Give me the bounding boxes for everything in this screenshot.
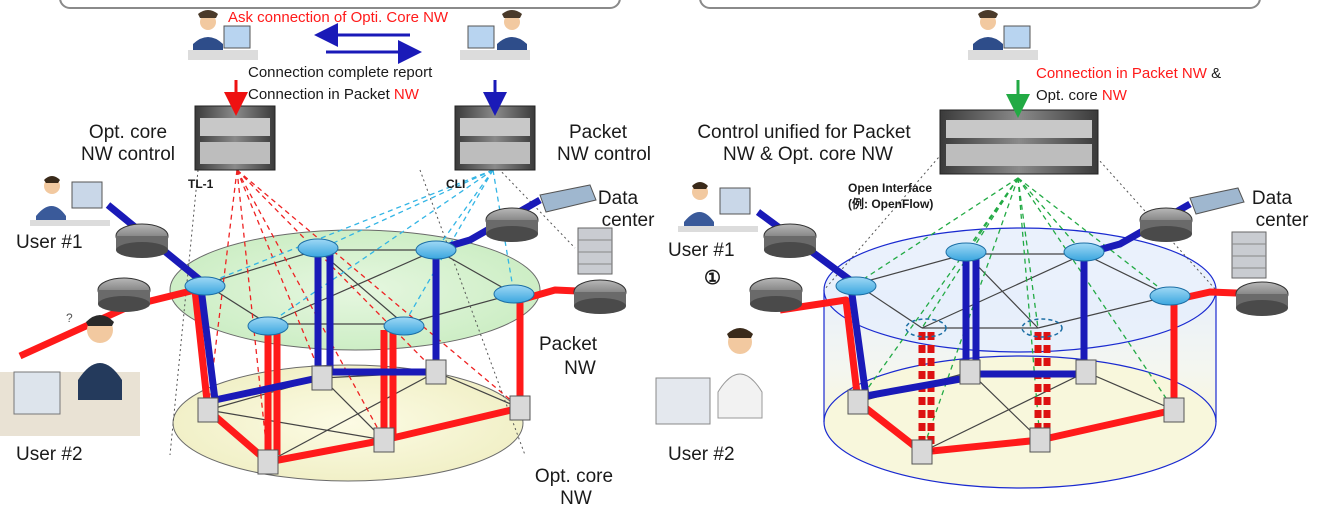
- optical-nodes-left: [197, 359, 531, 475]
- datacenter-icon-right: [1189, 187, 1267, 279]
- packet-control-label-line2: NW control: [557, 144, 651, 165]
- request-text: Ask connection of Opti. Core NW: [228, 9, 449, 26]
- user1-label-left: User #1: [16, 232, 83, 253]
- packet-plane: [169, 229, 541, 351]
- unified-control-label-line1: Control unified for Packet: [697, 122, 911, 143]
- packet-routers-left: [184, 238, 535, 336]
- right-diagram: Connection in Packet NW & Opt. core NW C…: [655, 10, 1309, 489]
- edge-routers-right: [749, 207, 1289, 316]
- user2-label-right: User #2: [668, 444, 735, 465]
- green-control-lines: [855, 177, 1175, 453]
- user1-icon-right: [678, 182, 758, 232]
- top-panel-left: [59, 0, 621, 9]
- right-request-line1: Connection in Packet NW &: [1036, 65, 1221, 82]
- cli-label: CLI: [446, 177, 465, 191]
- opt-control-label-line1: Opt. core: [89, 122, 167, 143]
- datacenter-label-line2-left: center: [602, 210, 655, 231]
- opt-control-server: [194, 105, 276, 171]
- opt-control-label-line2: NW control: [81, 144, 175, 165]
- operator-icon-right: [460, 10, 530, 60]
- user2-label-left: User #2: [16, 444, 83, 465]
- red-path-left: [18, 286, 601, 466]
- svg-text:?: ?: [66, 311, 73, 325]
- open-interface-label-line1: Open Interface: [848, 181, 932, 195]
- unified-control-server: [939, 109, 1099, 175]
- datacenter-label-line1-left: Data: [598, 188, 639, 209]
- top-panel-right: [699, 0, 1261, 9]
- user2-icon-left: ?: [0, 311, 140, 436]
- optical-nodes-right: [847, 359, 1185, 465]
- open-interface-label-line2: (例: OpenFlow): [848, 196, 933, 211]
- user1-icon-left: [30, 176, 110, 226]
- opt-nw-label-line1: Opt. core: [535, 466, 613, 487]
- datacenter-label-line2-right: center: [1256, 210, 1309, 231]
- opt-nw-label-line2: NW: [560, 488, 592, 509]
- packet-nw-label-line2: NW: [564, 358, 596, 379]
- tl1-label: TL-1: [188, 177, 214, 191]
- left-diagram: ? Ask connection of Opti. Core NW Connec…: [0, 9, 655, 509]
- packet-nw-label-line1: Packet: [539, 334, 598, 355]
- edge-routers-left: [97, 207, 627, 314]
- user1-label-right: User #1: [668, 240, 735, 261]
- packet-control-server: [454, 105, 536, 171]
- step-marker: ①: [704, 268, 721, 289]
- right-request-line2: Opt. core NW: [1036, 87, 1128, 104]
- datacenter-label-line1-right: Data: [1252, 188, 1293, 209]
- datacenter-icon-left: [539, 184, 613, 275]
- operator-icon-unified: [968, 10, 1038, 60]
- user2-icon-right: [655, 328, 763, 425]
- packet-routers-right: [835, 242, 1191, 338]
- unified-control-label-line2: NW & Opt. core NW: [723, 144, 893, 165]
- report-text-line2: Connection in Packet NW: [248, 86, 420, 103]
- operator-icon-left: [188, 10, 258, 60]
- report-text-line1: Connection complete report: [248, 64, 433, 81]
- packet-control-label-line1: Packet: [569, 122, 628, 143]
